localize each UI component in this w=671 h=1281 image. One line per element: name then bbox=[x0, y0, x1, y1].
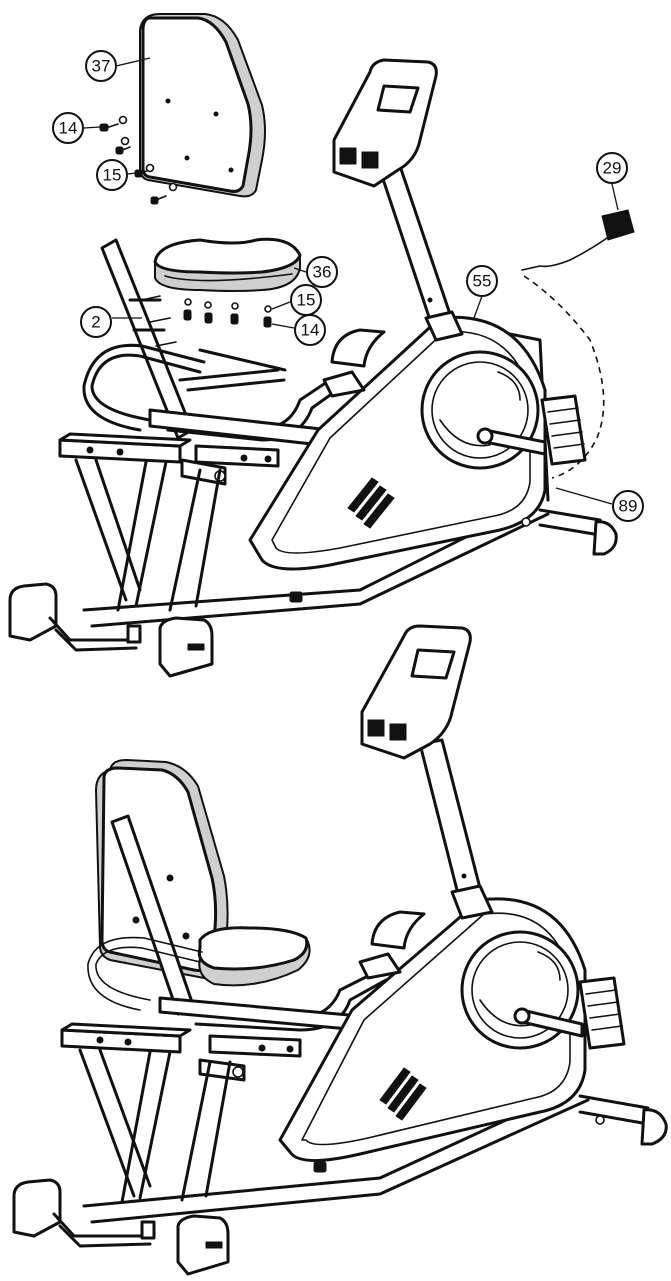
callout-36: 36 bbox=[306, 256, 338, 288]
callout-55: 55 bbox=[466, 265, 498, 297]
assembled-console bbox=[360, 624, 472, 760]
seat-cushion bbox=[153, 237, 302, 292]
backrest-pad bbox=[139, 13, 266, 198]
seat-post-crossbar bbox=[58, 432, 280, 468]
assembled-seat bbox=[197, 926, 311, 987]
assembled-flywheel-housing bbox=[278, 897, 587, 1163]
leader-15a bbox=[127, 172, 137, 175]
console bbox=[332, 58, 438, 188]
callout-37: 37 bbox=[85, 50, 117, 82]
callout-14-backrest: 14 bbox=[52, 112, 84, 144]
callout-2-label: 2 bbox=[91, 313, 100, 332]
assembled-legs bbox=[78, 1048, 232, 1204]
callout-15-backrest: 15 bbox=[96, 159, 128, 191]
callout-15-seat-label: 15 bbox=[297, 291, 316, 310]
assembled-seat-rail bbox=[158, 996, 362, 1032]
callout-14-seat: 14 bbox=[294, 314, 326, 346]
exploded-view bbox=[8, 13, 635, 678]
leader-14a bbox=[83, 126, 101, 129]
callout-89-label: 89 bbox=[619, 497, 638, 516]
leader-55 bbox=[473, 295, 483, 319]
leader-89 bbox=[555, 487, 613, 505]
callout-15-backrest-label: 15 bbox=[103, 166, 122, 185]
callout-15-seat: 15 bbox=[290, 284, 322, 316]
callout-29: 29 bbox=[596, 152, 628, 184]
seat-bolts bbox=[183, 298, 272, 328]
callout-2: 2 bbox=[80, 306, 112, 338]
assembled-rear-pedal bbox=[358, 910, 426, 980]
callout-37-label: 37 bbox=[92, 57, 111, 76]
callout-14-seat-label: 14 bbox=[301, 321, 320, 340]
rear-stabilizer bbox=[8, 582, 214, 678]
assembled-front-stabilizer bbox=[578, 1094, 668, 1146]
leader-36 bbox=[293, 267, 307, 273]
callout-14-backrest-label: 14 bbox=[59, 119, 78, 138]
crank-and-pedal bbox=[476, 394, 587, 466]
assembled-crossbar bbox=[60, 1022, 302, 1082]
frame-legs bbox=[74, 458, 222, 612]
leader-15b bbox=[271, 301, 291, 310]
assembled-console-mast bbox=[418, 738, 494, 920]
power-adapter bbox=[521, 209, 635, 479]
leader-37 bbox=[115, 57, 151, 67]
leader-14b bbox=[271, 323, 295, 329]
rear-pedal bbox=[322, 328, 386, 398]
front-stabilizer bbox=[521, 508, 618, 556]
callout-55-label: 55 bbox=[473, 272, 492, 291]
leveler-foot bbox=[289, 591, 303, 603]
assembled-rear-stabilizer bbox=[12, 1178, 230, 1276]
callout-36-label: 36 bbox=[313, 263, 332, 282]
callout-89: 89 bbox=[612, 490, 644, 522]
console-mast bbox=[378, 164, 464, 342]
leader-29 bbox=[611, 183, 619, 211]
callout-29-label: 29 bbox=[603, 159, 622, 178]
assembled-leveler-foot bbox=[313, 1161, 327, 1173]
assembled-crank-and-pedal bbox=[513, 976, 626, 1050]
backrest-bolts bbox=[99, 115, 178, 205]
assembled-view bbox=[12, 624, 668, 1276]
